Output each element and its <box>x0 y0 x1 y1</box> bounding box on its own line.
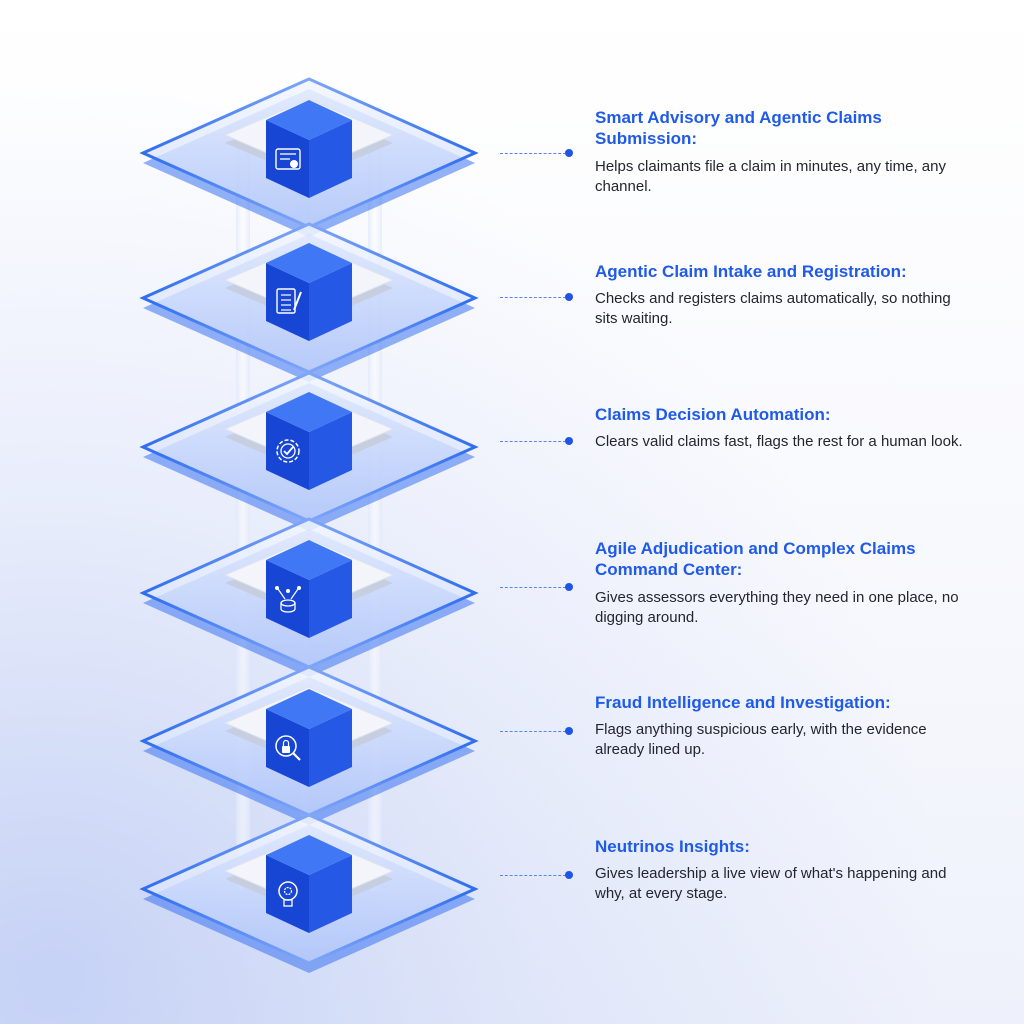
step-title: Fraud Intelligence and Investigation: <box>595 693 891 712</box>
step-title: Agile Adjudication and Complex Claims Co… <box>595 539 916 579</box>
tower-level <box>139 222 479 382</box>
step-item: Agentic Claim Intake and Registration: Ch… <box>500 261 980 371</box>
lightbulb-gear-icon <box>278 881 298 907</box>
step-item: Neutrinos Insights: Gives leadership a li… <box>500 836 980 946</box>
step-description: Flags anything suspicious early, with th… <box>595 721 927 758</box>
step-description: Helps claimants file a claim in minutes,… <box>595 158 946 195</box>
gear-check-icon <box>276 439 300 463</box>
tower-level <box>139 813 479 973</box>
step-title: Agentic Claim Intake and Registration: <box>595 262 907 281</box>
step-description: Gives assessors everything they need in … <box>595 589 959 626</box>
connector-line <box>500 587 566 588</box>
step-item: Fraud Intelligence and Investigation: Fla… <box>500 692 980 802</box>
step-description: Checks and registers claims automaticall… <box>595 290 951 327</box>
step-title: Neutrinos Insights: <box>595 837 750 856</box>
connector-line <box>500 297 566 298</box>
document-pen-icon <box>276 288 302 314</box>
connector-dot <box>565 871 573 879</box>
cube <box>266 392 352 490</box>
tower-level <box>139 665 479 825</box>
magnifier-lock-icon <box>275 735 301 761</box>
connector-dot <box>565 583 573 591</box>
step-item: Claims Decision Automation: Clears valid … <box>500 404 980 514</box>
connector-line <box>500 153 566 154</box>
connector-dot <box>565 727 573 735</box>
step-description: Clears valid claims fast, flags the rest… <box>595 433 963 450</box>
connector-line <box>500 441 566 442</box>
data-hub-icon <box>275 586 301 613</box>
step-title: Claims Decision Automation: <box>595 405 831 424</box>
step-item: Agile Adjudication and Complex Claims Co… <box>500 538 980 648</box>
document-chart-icon <box>275 148 301 170</box>
cube <box>266 689 352 787</box>
connector-line <box>500 875 566 876</box>
cube <box>266 540 352 638</box>
connector-dot <box>565 293 573 301</box>
step-item: Smart Advisory and Agentic Claims Submis… <box>500 107 980 217</box>
tower-level <box>139 77 479 237</box>
cube <box>266 243 352 341</box>
connector-dot <box>565 437 573 445</box>
connector-line <box>500 731 566 732</box>
tower-level <box>139 371 479 531</box>
cube <box>266 835 352 933</box>
step-description: Gives leadership a live view of what's h… <box>595 865 947 902</box>
step-title: Smart Advisory and Agentic Claims Submis… <box>595 108 882 148</box>
connector-dot <box>565 149 573 157</box>
tower-level <box>139 517 479 677</box>
